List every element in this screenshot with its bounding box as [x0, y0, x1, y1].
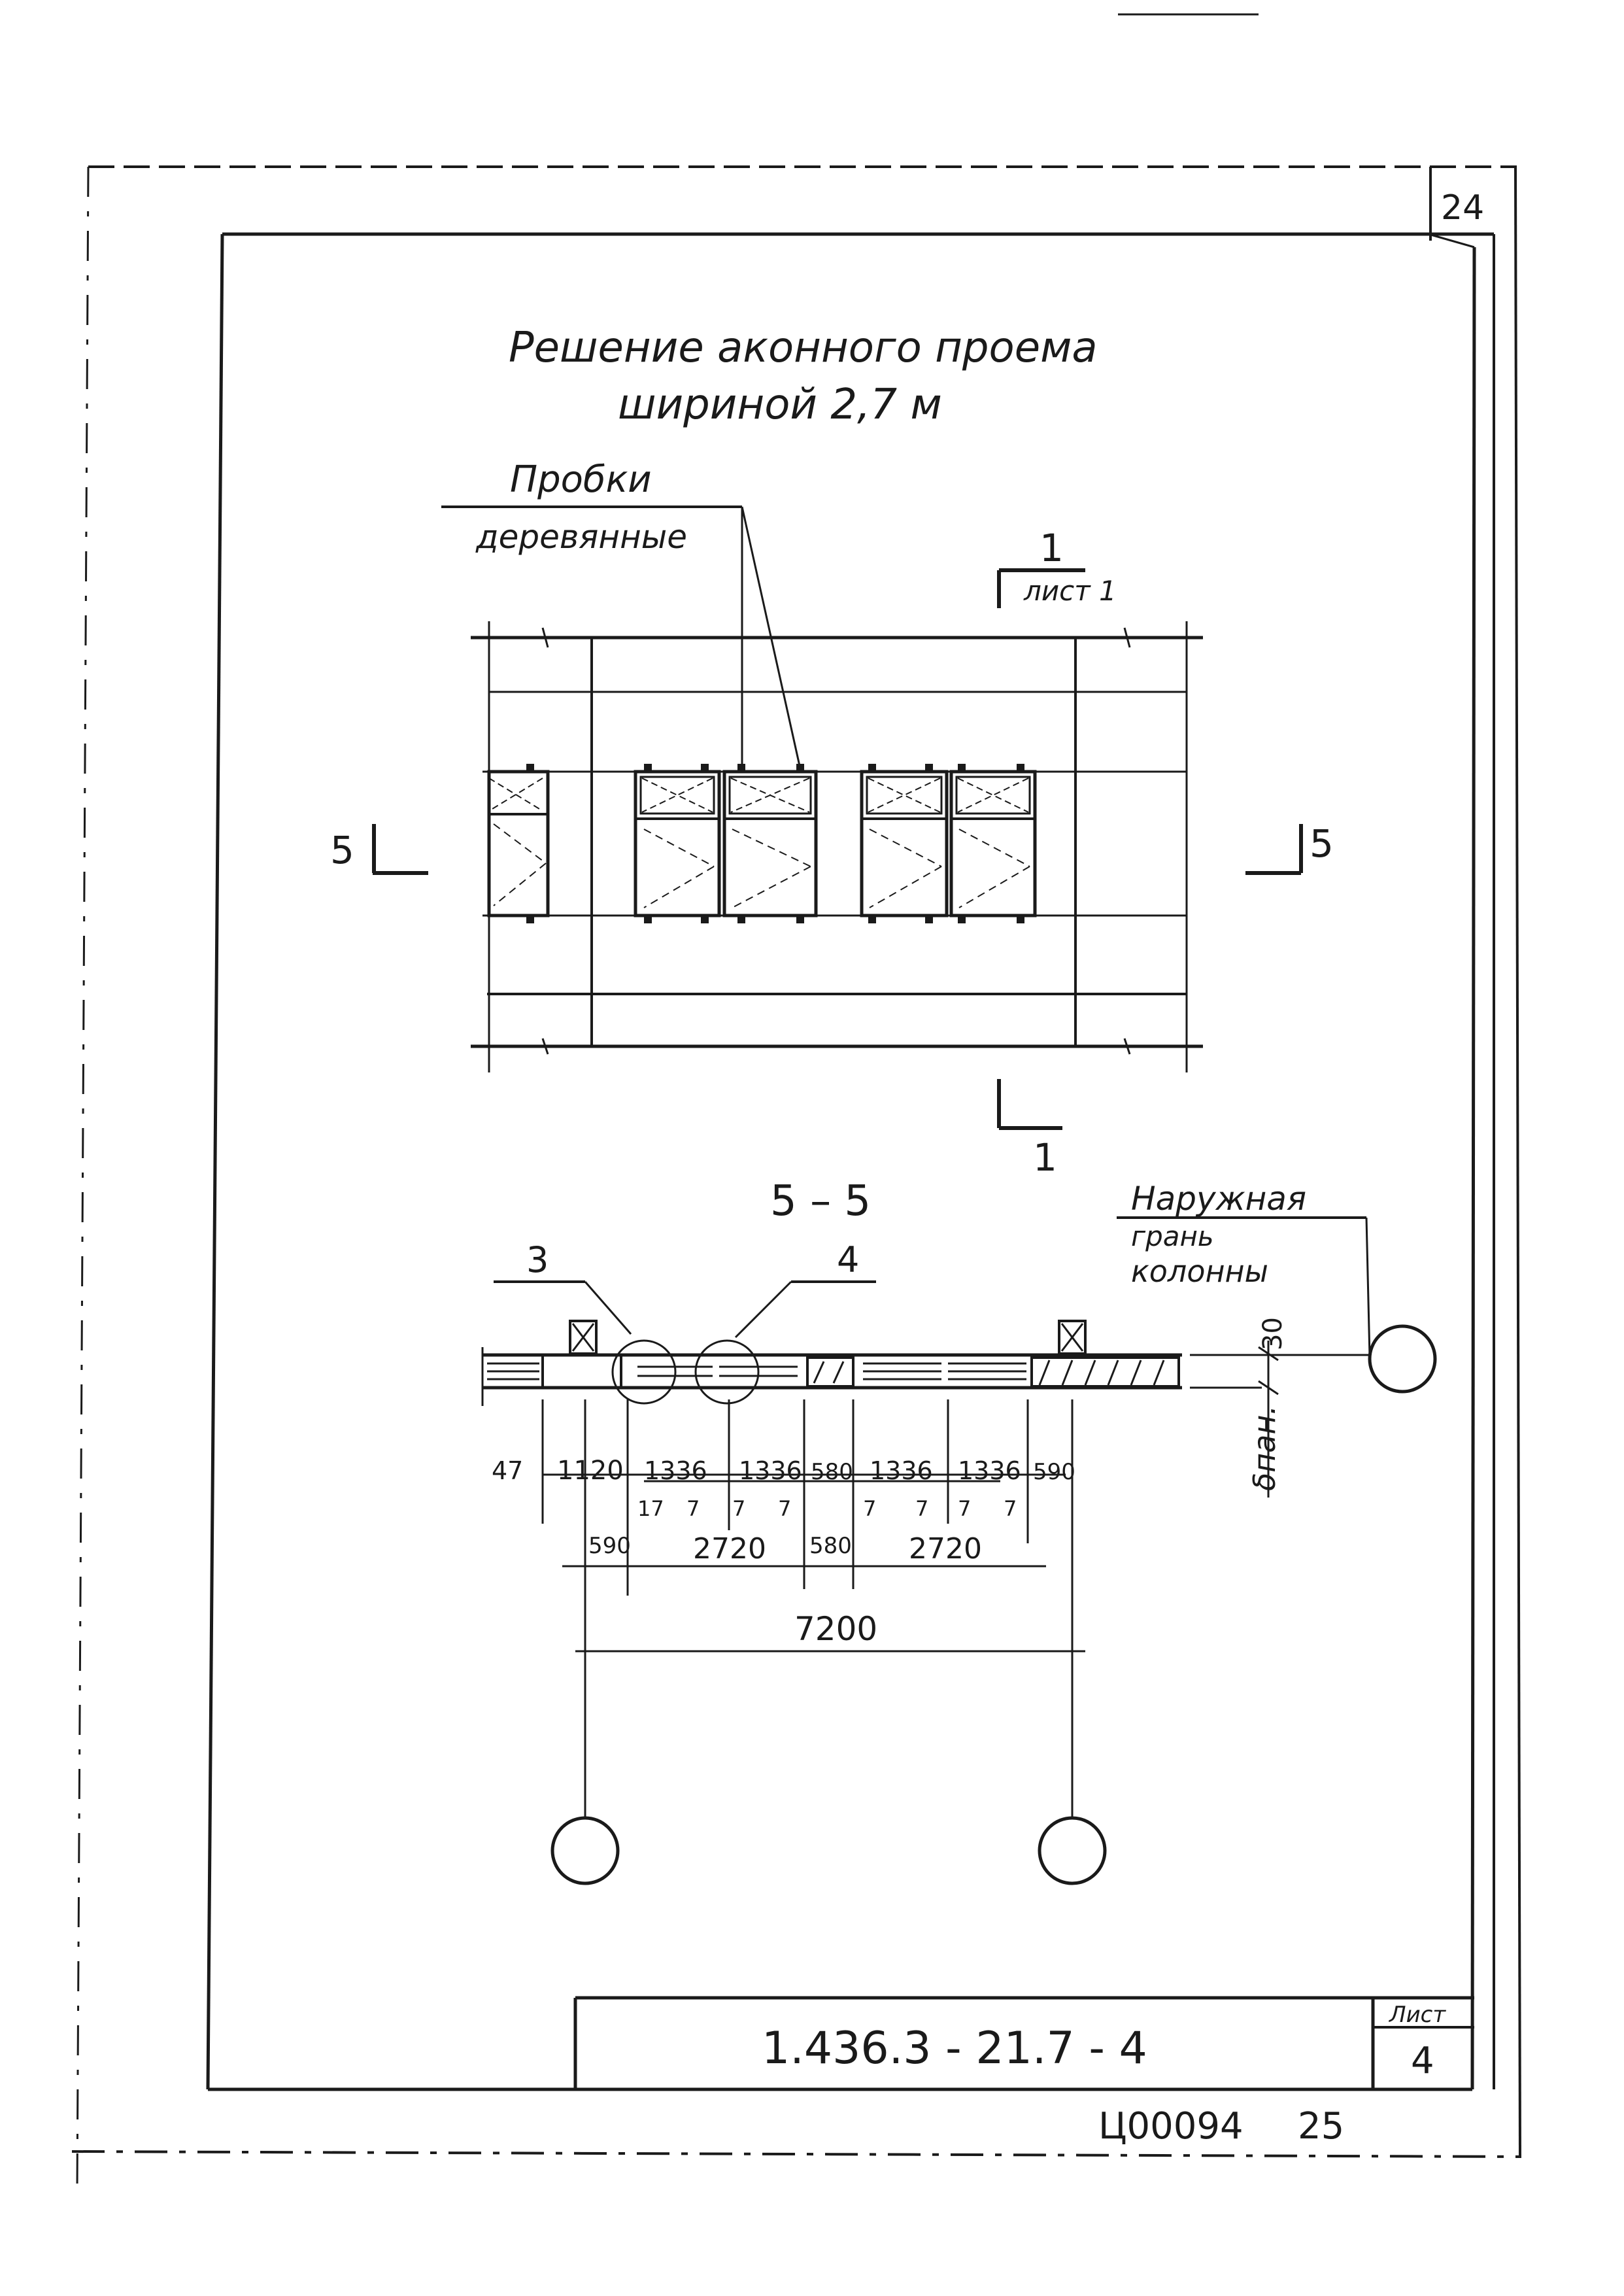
detail-circle-3 — [611, 1339, 677, 1405]
leader-label-line2: деревянные — [475, 518, 687, 556]
dim-row1b-5: 7 — [915, 1496, 928, 1521]
concrete-hatch — [813, 1360, 1165, 1386]
drawing-frame — [206, 232, 1495, 2091]
footer-page: 25 — [1298, 2105, 1344, 2148]
section-5-marker-right: 5 — [1245, 821, 1334, 875]
dim-row1-4: 580 — [811, 1459, 853, 1485]
section-5-number-left: 5 — [330, 828, 354, 872]
dim-row1-1: 1120 — [557, 1456, 624, 1486]
column-axis-circle-left — [550, 1816, 620, 1885]
dim-row1-2: 1336 — [644, 1456, 707, 1485]
dim-row1b-3: 7 — [778, 1496, 791, 1521]
callout-3-label: 3 — [526, 1239, 549, 1280]
drawing-title-line2: шириной 2,7 м — [618, 381, 942, 429]
section-1-sheet-ref: лист 1 — [1023, 575, 1117, 607]
section-5-5: 5 – 5 3 4 Наружная грань колонны — [481, 1177, 1437, 1885]
note-line2: грань — [1131, 1220, 1214, 1252]
note-line3: колонны — [1131, 1254, 1268, 1289]
page-number-box: 24 — [1429, 167, 1484, 241]
dim-row2-3: 2720 — [909, 1532, 982, 1566]
title-block: 1.436.3 - 21.7 - 4 Лист 4 — [573, 1996, 1474, 2089]
leader-label-line1: Пробки — [510, 458, 652, 501]
section-5-marker-left: 5 — [330, 824, 428, 875]
note-line1: Наружная — [1131, 1180, 1306, 1218]
plan-view: Пробки деревянные 1 лист 1 — [330, 458, 1334, 1180]
wooden-plugs — [526, 764, 1024, 923]
detail-circle-4 — [694, 1339, 760, 1405]
dim-row1b-6: 7 — [958, 1496, 971, 1521]
dim-row2-2: 580 — [809, 1533, 852, 1559]
sheet-label: Лист — [1388, 2002, 1446, 2028]
dim-row2-0: 590 — [588, 1533, 631, 1559]
dim-row1-7: 590 — [1033, 1459, 1075, 1485]
panel-hatching — [487, 1362, 1026, 1380]
dim-row1b-4: 7 — [863, 1496, 876, 1521]
section-1-marker-bottom: 1 — [997, 1079, 1062, 1180]
dim-row2-1: 2720 — [693, 1532, 766, 1566]
dim-panel-thickness: δпан. — [1247, 1405, 1282, 1491]
section-1-number-bottom: 1 — [1033, 1135, 1057, 1180]
dim-row1-6: 1336 — [958, 1456, 1021, 1485]
window-block-3 — [860, 770, 949, 917]
window-block-left-partial — [487, 770, 550, 917]
dim-row1b-7: 7 — [1004, 1496, 1017, 1521]
column-axis-circle-right-bottom — [1038, 1816, 1107, 1885]
section-title: 5 – 5 — [770, 1177, 871, 1225]
drawing-title-line1: Решение аконного проема — [509, 324, 1098, 372]
window-block-4 — [949, 770, 1037, 917]
dim-30: 30 — [1258, 1317, 1288, 1350]
footer-code: Ц00094 — [1098, 2105, 1243, 2148]
dim-row1-5: 1336 — [870, 1456, 933, 1485]
dim-row1-3: 1336 — [739, 1456, 802, 1485]
dim-row1b-1: 7 — [686, 1496, 700, 1521]
window-block-2 — [722, 770, 818, 917]
dim-row1b-2: 7 — [732, 1496, 745, 1521]
section-1-marker-top: 1 лист 1 — [997, 526, 1117, 608]
column-axis-circle-right — [1368, 1324, 1437, 1394]
callout-4-label: 4 — [837, 1239, 859, 1280]
page-number-top: 24 — [1441, 188, 1484, 228]
dim-row1-0: 47 — [492, 1456, 523, 1485]
dim-total: 7200 — [794, 1610, 877, 1648]
sheet-number: 4 — [1411, 2040, 1434, 2082]
designation: 1.436.3 - 21.7 - 4 — [762, 2023, 1147, 2074]
dimension-lines — [541, 1399, 1085, 1818]
section-5-number-right: 5 — [1310, 821, 1334, 866]
window-block-1 — [634, 770, 721, 917]
section-1-number-top: 1 — [1040, 526, 1064, 570]
outer-border — [71, 165, 1521, 2191]
dim-row1b-0: 17 — [637, 1496, 664, 1521]
